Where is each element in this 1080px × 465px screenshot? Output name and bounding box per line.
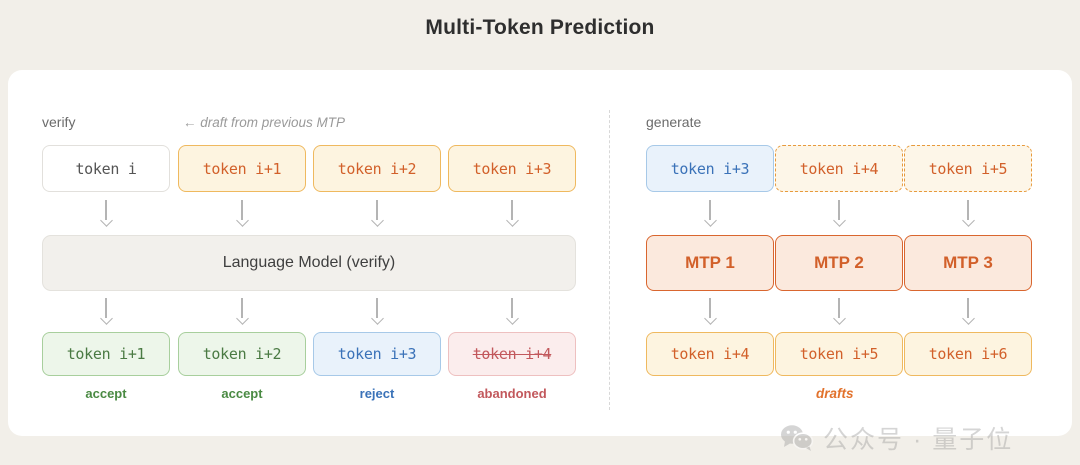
mtp-box-2[interactable]: MTP 3 bbox=[904, 235, 1032, 291]
generate-panel-label: generate bbox=[646, 114, 702, 130]
generate-input-label-0: token i+3 bbox=[670, 159, 750, 178]
generate-input-box-1[interactable]: token i+4 bbox=[775, 145, 903, 192]
generate-input-box-0[interactable]: token i+3 bbox=[646, 145, 774, 192]
generate-input-box-2[interactable]: token i+5 bbox=[904, 145, 1032, 192]
verify-output-box-3[interactable]: token i+4 bbox=[448, 332, 576, 376]
diagram-card: verify ← draft from previous MTP token i… bbox=[8, 70, 1072, 436]
generate-output-label-1: token i+5 bbox=[799, 345, 879, 363]
language-model-label: Language Model (verify) bbox=[222, 254, 396, 271]
arrow-down-icon bbox=[371, 298, 383, 324]
arrow-down-icon bbox=[962, 200, 974, 226]
verify-input-box-0[interactable]: token i bbox=[42, 145, 170, 192]
verify-input-box-1[interactable]: token i+1 bbox=[178, 145, 306, 192]
arrow-down-icon bbox=[371, 200, 383, 226]
language-model-bar[interactable]: Language Model (verify) bbox=[42, 235, 576, 291]
verdict-label-3: abandoned bbox=[477, 386, 547, 401]
panel-divider bbox=[609, 110, 610, 410]
arrow-down-icon bbox=[506, 298, 518, 324]
page-title: Multi-Token Prediction bbox=[425, 16, 655, 39]
mtp-label-0: MTP 1 bbox=[685, 253, 735, 272]
verify-output-label-1: token i+2 bbox=[202, 345, 282, 363]
verdict-label-0: accept bbox=[85, 386, 127, 401]
mtp-label-1: MTP 2 bbox=[814, 253, 864, 272]
verify-input-box-2[interactable]: token i+2 bbox=[313, 145, 441, 192]
generate-input-label-1: token i+4 bbox=[799, 159, 879, 178]
arrow-down-icon bbox=[100, 298, 112, 324]
verify-panel: verify ← draft from previous MTP token i… bbox=[8, 70, 608, 436]
generate-output-label-0: token i+4 bbox=[670, 345, 750, 363]
verdict-label-2: reject bbox=[359, 386, 395, 401]
verify-output-label-0: token i+1 bbox=[66, 345, 146, 363]
verify-output-box-0[interactable]: token i+1 bbox=[42, 332, 170, 376]
wechat-icon bbox=[781, 425, 814, 451]
generate-output-box-2[interactable]: token i+6 bbox=[904, 332, 1032, 376]
arrow-down-icon bbox=[100, 200, 112, 226]
verify-input-label-1: token i+1 bbox=[202, 159, 282, 178]
generate-output-label-2: token i+6 bbox=[928, 345, 1008, 363]
arrow-down-icon bbox=[704, 200, 716, 226]
arrow-down-icon bbox=[236, 298, 248, 324]
verify-input-label-2: token i+2 bbox=[337, 159, 417, 178]
verify-input-box-3[interactable]: token i+3 bbox=[448, 145, 576, 192]
generate-panel: generate token i+3 token i+4 token i+5 M… bbox=[608, 70, 1072, 436]
mtp-label-2: MTP 3 bbox=[943, 253, 993, 272]
verdict-label-1: accept bbox=[221, 386, 263, 401]
mtp-box-1[interactable]: MTP 2 bbox=[775, 235, 903, 291]
arrow-down-icon bbox=[506, 200, 518, 226]
verify-input-label-3: token i+3 bbox=[472, 159, 552, 178]
watermark: 公众号 · 量子位 bbox=[780, 420, 1013, 456]
generate-output-box-0[interactable]: token i+4 bbox=[646, 332, 774, 376]
arrow-down-icon bbox=[833, 200, 845, 226]
drafts-label: drafts bbox=[816, 386, 854, 401]
arrow-down-icon bbox=[962, 298, 974, 324]
draft-annotation: ← draft from previous MTP bbox=[183, 115, 346, 130]
mtp-box-0[interactable]: MTP 1 bbox=[646, 235, 774, 291]
verify-output-box-1[interactable]: token i+2 bbox=[178, 332, 306, 376]
verify-panel-label: verify bbox=[42, 114, 76, 130]
verify-output-label-3: token i+4 bbox=[472, 345, 552, 363]
watermark-text: 公众号 · 量子位 bbox=[823, 426, 1014, 454]
arrow-down-icon bbox=[833, 298, 845, 324]
generate-input-label-2: token i+5 bbox=[928, 159, 1008, 178]
generate-output-box-1[interactable]: token i+5 bbox=[775, 332, 903, 376]
arrow-down-icon bbox=[704, 298, 716, 324]
verify-output-label-2: token i+3 bbox=[337, 345, 417, 363]
verify-output-box-2[interactable]: token i+3 bbox=[313, 332, 441, 376]
arrow-down-icon bbox=[236, 200, 248, 226]
verify-input-label-0: token i bbox=[75, 159, 137, 178]
